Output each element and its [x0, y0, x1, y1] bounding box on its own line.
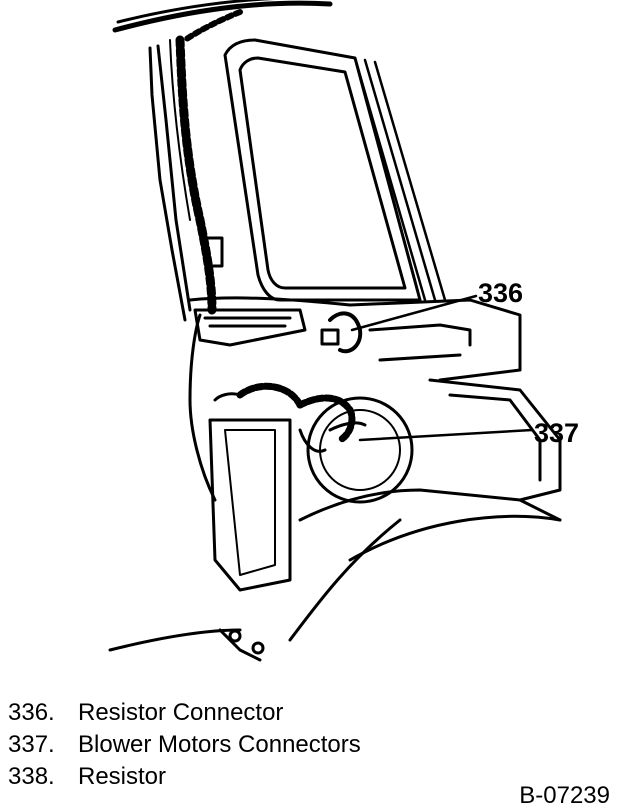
leader-336	[350, 294, 478, 332]
leader-337	[358, 428, 534, 442]
legend-item: 338. Resistor	[8, 761, 361, 793]
resistor-connector-wires	[328, 311, 363, 354]
floor-edge	[108, 628, 242, 652]
legend-label: Resistor Connector	[78, 699, 284, 726]
legend-number: 337.	[8, 731, 55, 758]
legend-item: 336. Resistor Connector	[8, 697, 361, 729]
window-frame	[223, 38, 422, 302]
legend-label: Blower Motors Connectors	[78, 731, 361, 758]
kick-panel	[208, 418, 292, 592]
legend-number: 338.	[8, 763, 55, 790]
dash-panel	[188, 296, 522, 382]
wiring-harness	[175, 35, 217, 315]
callout-336: 336	[478, 278, 524, 308]
legend-label: Resistor	[78, 763, 167, 790]
a-pillar	[148, 46, 187, 322]
figure-id: B-07239	[519, 782, 610, 809]
vent-housing	[193, 308, 307, 347]
legend-number: 336.	[8, 699, 55, 726]
vehicle-interior-line-drawing	[108, 0, 562, 662]
blower-motor-housing	[306, 396, 414, 504]
legend-item: 337. Blower Motors Connectors	[8, 729, 361, 761]
legend-list: 336. Resistor Connector 337. Blower Moto…	[8, 697, 361, 793]
callout-337: 337	[534, 418, 580, 448]
roof-edge	[112, 0, 333, 33]
